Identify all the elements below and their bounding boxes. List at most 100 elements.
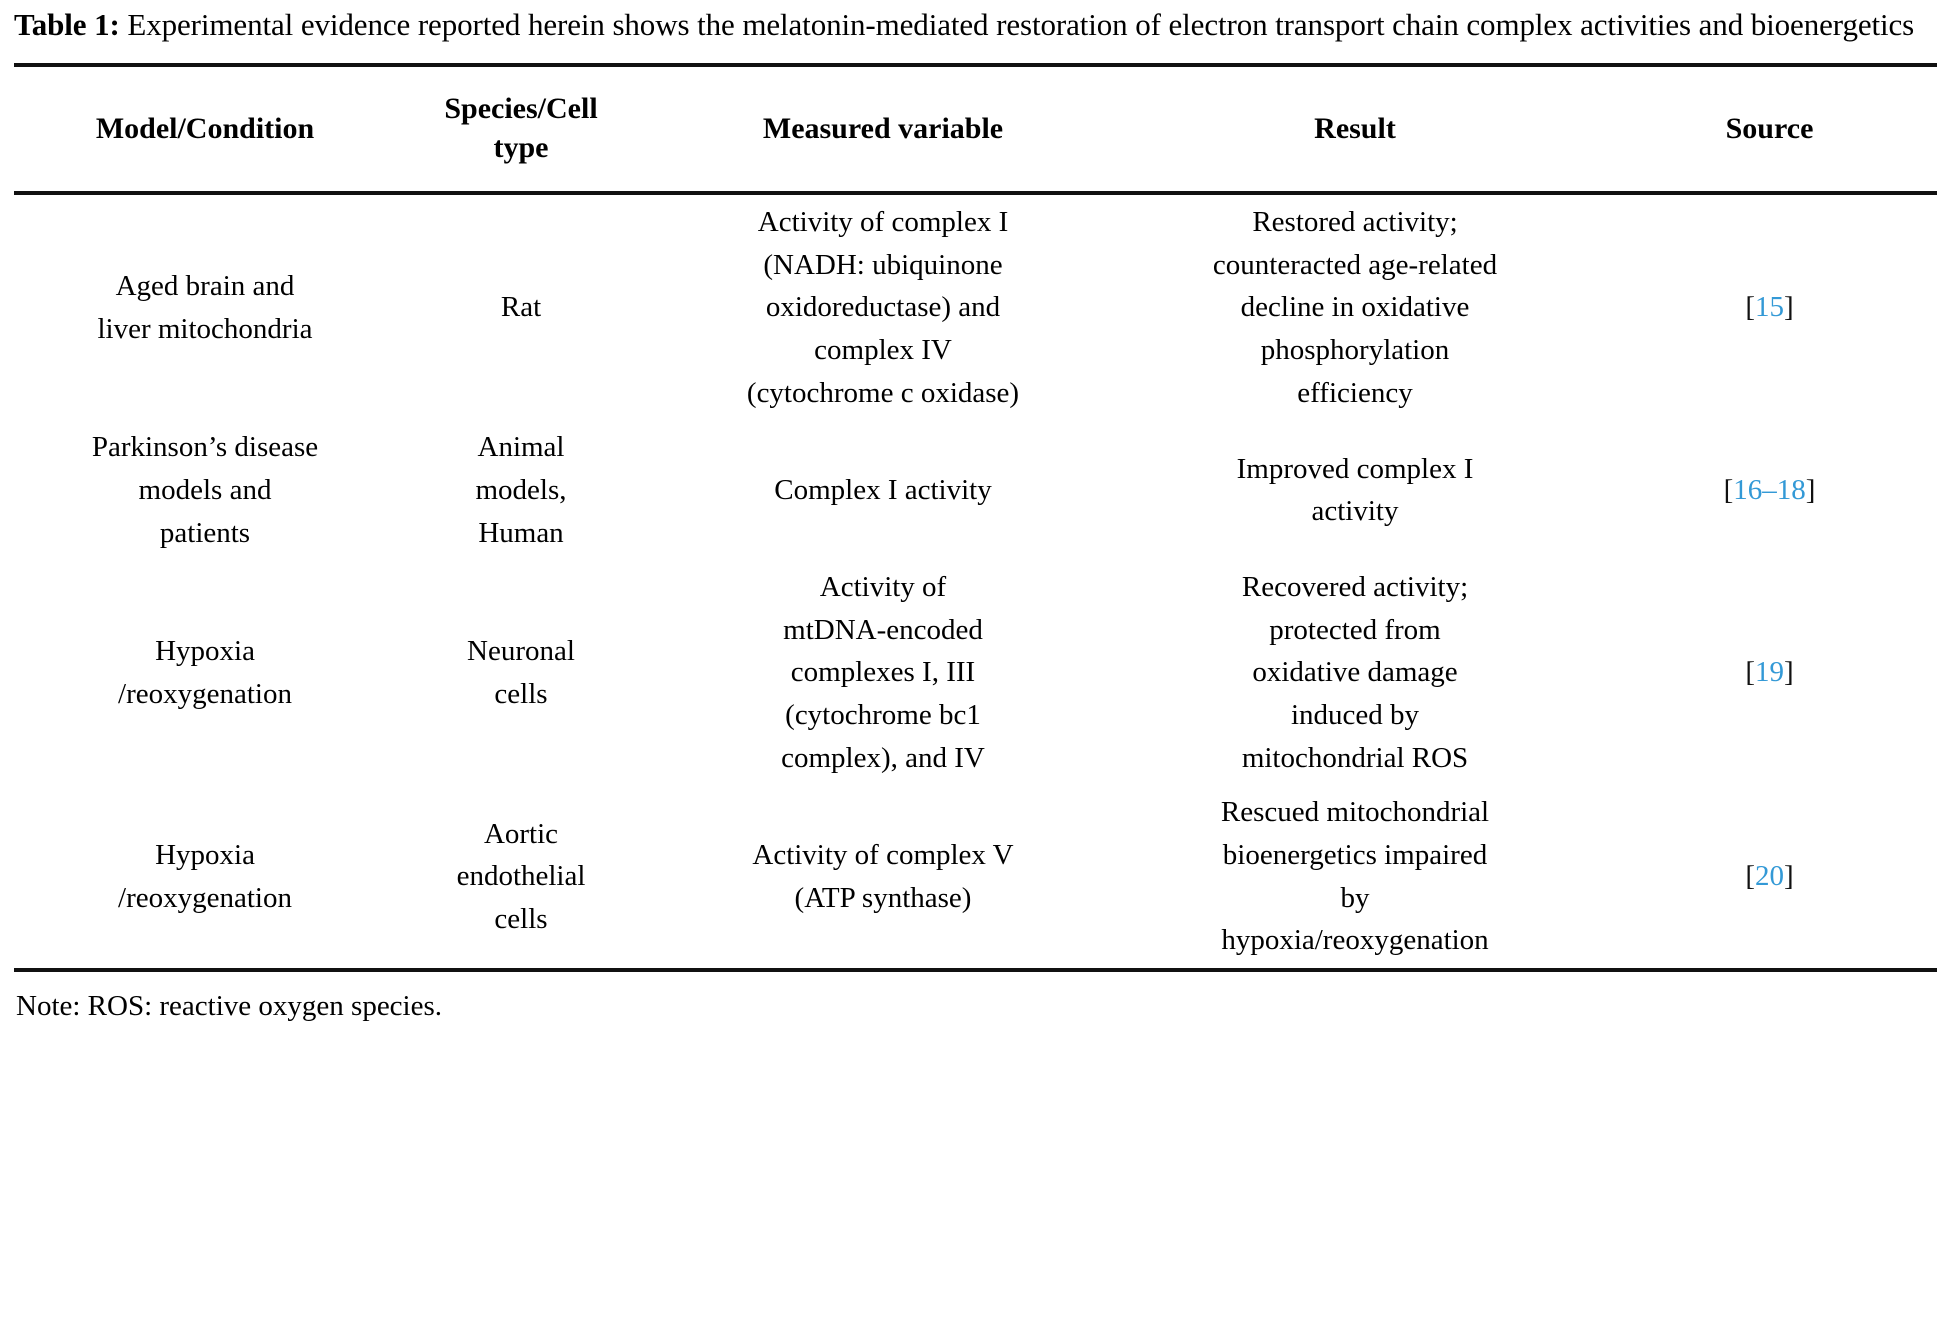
evidence-table: Model/Condition Species/Cell type Measur…: [14, 67, 1949, 191]
cell-line: Hypoxia: [155, 838, 255, 871]
table-caption: Table 1: Experimental evidence reported …: [10, 0, 1945, 45]
table-header-row: Model/Condition Species/Cell type Measur…: [14, 67, 1949, 191]
table-row: Hypoxia /reoxygenation Aortic endothelia…: [14, 785, 1949, 968]
cell-result: Restored activity; counteracted age-rela…: [1120, 195, 1590, 420]
cell-result: Improved complex I activity: [1120, 420, 1590, 560]
cell-line: Recovered activity;: [1241, 571, 1469, 604]
cell-line: oxidoreductase) and: [765, 291, 1001, 324]
cell-line: Restored activity;: [1252, 206, 1458, 239]
cell-measured-variable: Activity of mtDNA-encoded complexes I, I…: [646, 560, 1120, 785]
cell-line: hypoxia/reoxygenation: [1221, 924, 1489, 957]
table-row: Hypoxia /reoxygenation Neuronal cells Ac…: [14, 560, 1949, 785]
column-header-model-condition-label: Model/Condition: [95, 111, 315, 145]
column-header-source-label: Source: [1725, 111, 1814, 145]
cell-line: liver mitochondria: [97, 312, 313, 345]
evidence-table-body: Aged brain and liver mitochondria Rat Ac…: [14, 195, 1949, 968]
table-row: Parkinson’s disease models and patients …: [14, 420, 1949, 560]
column-header-species-cell-type: Species/Cell type: [396, 67, 646, 191]
cell-model-condition: Hypoxia /reoxygenation: [14, 785, 396, 968]
cell-line: Activity of complex I: [757, 206, 1009, 239]
cell-line: (cytochrome c oxidase): [746, 376, 1020, 409]
cell-result: Rescued mitochondrial bioenergetics impa…: [1120, 785, 1590, 968]
table-note: Note: ROS: reactive oxygen species.: [16, 989, 443, 1022]
reference-link[interactable]: [19]: [1745, 656, 1794, 689]
cell-line: Rat: [500, 291, 542, 324]
cell-line: Activity of complex V: [752, 838, 1014, 871]
reference-link[interactable]: [16–18]: [1723, 473, 1816, 506]
cell-line: by: [1340, 881, 1370, 914]
cell-source: [15]: [1590, 195, 1949, 420]
cell-line: cells: [494, 902, 548, 935]
cell-line: Rescued mitochondrial: [1220, 796, 1490, 829]
cell-species-cell-type: Neuronal cells: [396, 560, 646, 785]
cell-line: Animal: [477, 431, 565, 464]
cell-line: Neuronal: [467, 635, 575, 668]
reference-number[interactable]: 20: [1755, 860, 1784, 893]
cell-line: endothelial: [456, 860, 586, 893]
cell-line: bioenergetics impaired: [1222, 838, 1488, 871]
cell-result: Recovered activity; protected from oxida…: [1120, 560, 1590, 785]
reference-link[interactable]: [20]: [1745, 860, 1794, 893]
table-bottom-rule: [14, 967, 1937, 972]
cell-line: Activity of: [819, 571, 947, 604]
cell-line: activity: [1311, 495, 1399, 528]
cell-line: mitochondrial ROS: [1241, 741, 1469, 774]
column-header-species-cell-type-line-2: type: [493, 131, 549, 165]
reference-number[interactable]: 16–18: [1733, 473, 1806, 506]
table-caption-label: Table 1:: [14, 7, 120, 42]
cell-measured-variable: Complex I activity: [646, 420, 1120, 560]
cell-line: (NADH: ubiquinone: [763, 248, 1003, 281]
column-header-result-label: Result: [1314, 111, 1396, 145]
cell-line: Complex I activity: [774, 473, 992, 506]
cell-line: complex IV: [814, 334, 952, 367]
cell-line: complexes I, III: [790, 656, 976, 689]
cell-line: Aortic: [483, 817, 559, 850]
column-header-source: Source: [1590, 67, 1949, 191]
column-header-result: Result: [1120, 67, 1590, 191]
table-head: Model/Condition Species/Cell type Measur…: [14, 67, 1949, 191]
cell-source: [16–18]: [1590, 420, 1949, 560]
cell-model-condition: Parkinson’s disease models and patients: [14, 420, 396, 560]
reference-link[interactable]: [15]: [1745, 291, 1794, 324]
column-header-species-cell-type-line-1: Species/Cell: [444, 92, 598, 126]
cell-source: [19]: [1590, 560, 1949, 785]
table-header-rule: [14, 191, 1937, 196]
cell-line: induced by: [1290, 699, 1420, 732]
table-top-rule: [14, 63, 1937, 68]
cell-line: models,: [475, 473, 567, 506]
table-caption-text: Experimental evidence reported herein sh…: [127, 7, 1915, 42]
cell-species-cell-type: Animal models, Human: [396, 420, 646, 560]
cell-model-condition: Aged brain and liver mitochondria: [14, 195, 396, 420]
cell-line: cells: [494, 677, 548, 710]
table-body: Aged brain and liver mitochondria Rat Ac…: [14, 195, 1949, 968]
cell-line: Hypoxia: [155, 635, 255, 668]
reference-number[interactable]: 15: [1755, 291, 1784, 324]
cell-line: Improved complex I: [1236, 452, 1474, 485]
column-header-measured-variable: Measured variable: [646, 67, 1120, 191]
cell-line: Human: [478, 516, 564, 549]
reference-number[interactable]: 19: [1755, 656, 1784, 689]
cell-line: efficiency: [1297, 376, 1413, 409]
cell-line: /reoxygenation: [118, 677, 292, 710]
cell-source: [20]: [1590, 785, 1949, 968]
cell-line: (cytochrome bc1: [785, 699, 981, 732]
cell-line: Aged brain and: [115, 270, 295, 303]
cell-species-cell-type: Aortic endothelial cells: [396, 785, 646, 968]
cell-line: models and: [138, 473, 272, 506]
column-header-measured-variable-label: Measured variable: [762, 111, 1004, 145]
cell-line: phosphorylation: [1260, 334, 1450, 367]
column-header-model-condition: Model/Condition: [14, 67, 396, 191]
cell-line: patients: [159, 516, 251, 549]
cell-line: Parkinson’s disease: [91, 431, 319, 464]
cell-measured-variable: Activity of complex I (NADH: ubiquinone …: [646, 195, 1120, 420]
table-row: Aged brain and liver mitochondria Rat Ac…: [14, 195, 1949, 420]
cell-line: oxidative damage: [1252, 656, 1458, 689]
cell-line: decline in oxidative: [1240, 291, 1470, 324]
cell-species-cell-type: Rat: [396, 195, 646, 420]
cell-model-condition: Hypoxia /reoxygenation: [14, 560, 396, 785]
cell-line: protected from: [1269, 613, 1441, 646]
cell-line: complex), and IV: [781, 741, 985, 774]
cell-line: /reoxygenation: [118, 881, 292, 914]
cell-line: counteracted age-related: [1212, 248, 1498, 281]
